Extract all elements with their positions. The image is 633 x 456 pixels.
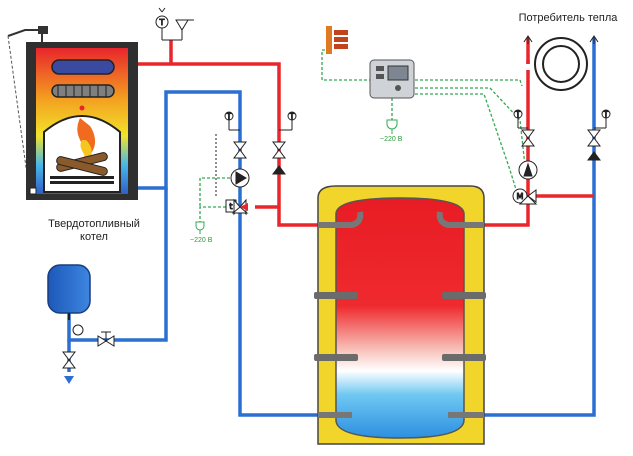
- power-label-left: ~220 В: [190, 237, 213, 244]
- control-wires: [199, 49, 527, 224]
- thermostat-symbol: t: [229, 202, 232, 211]
- outdoor-sensor: [326, 26, 348, 54]
- boiler-pump-group: T t: [195, 111, 250, 234]
- buffer-tank: [314, 185, 486, 445]
- motor-symbol: M: [517, 192, 524, 201]
- consumer-stubs: [526, 37, 596, 160]
- controller-unit: [369, 59, 415, 134]
- consumer-label: Потребитель тепла: [518, 12, 618, 24]
- gauge-symbol-right: T: [515, 110, 521, 119]
- boiler-label: Твердотопливный котел: [48, 218, 140, 243]
- hot-line-valve-group: T: [272, 111, 297, 175]
- expansion-vessel: [47, 264, 115, 384]
- solid-fuel-boiler: [7, 26, 138, 200]
- power-label-right: ~220 В: [380, 136, 403, 143]
- gauge-symbol-left: T: [226, 112, 232, 121]
- safety-gauge-symbol: T: [159, 18, 165, 27]
- gauge-symbol-return: T: [603, 110, 609, 119]
- safety-group: T: [155, 7, 194, 41]
- gauge-symbol-hot: T: [289, 112, 295, 121]
- consumer-pump-group: T M T: [512, 109, 611, 205]
- air-vents: [523, 35, 599, 44]
